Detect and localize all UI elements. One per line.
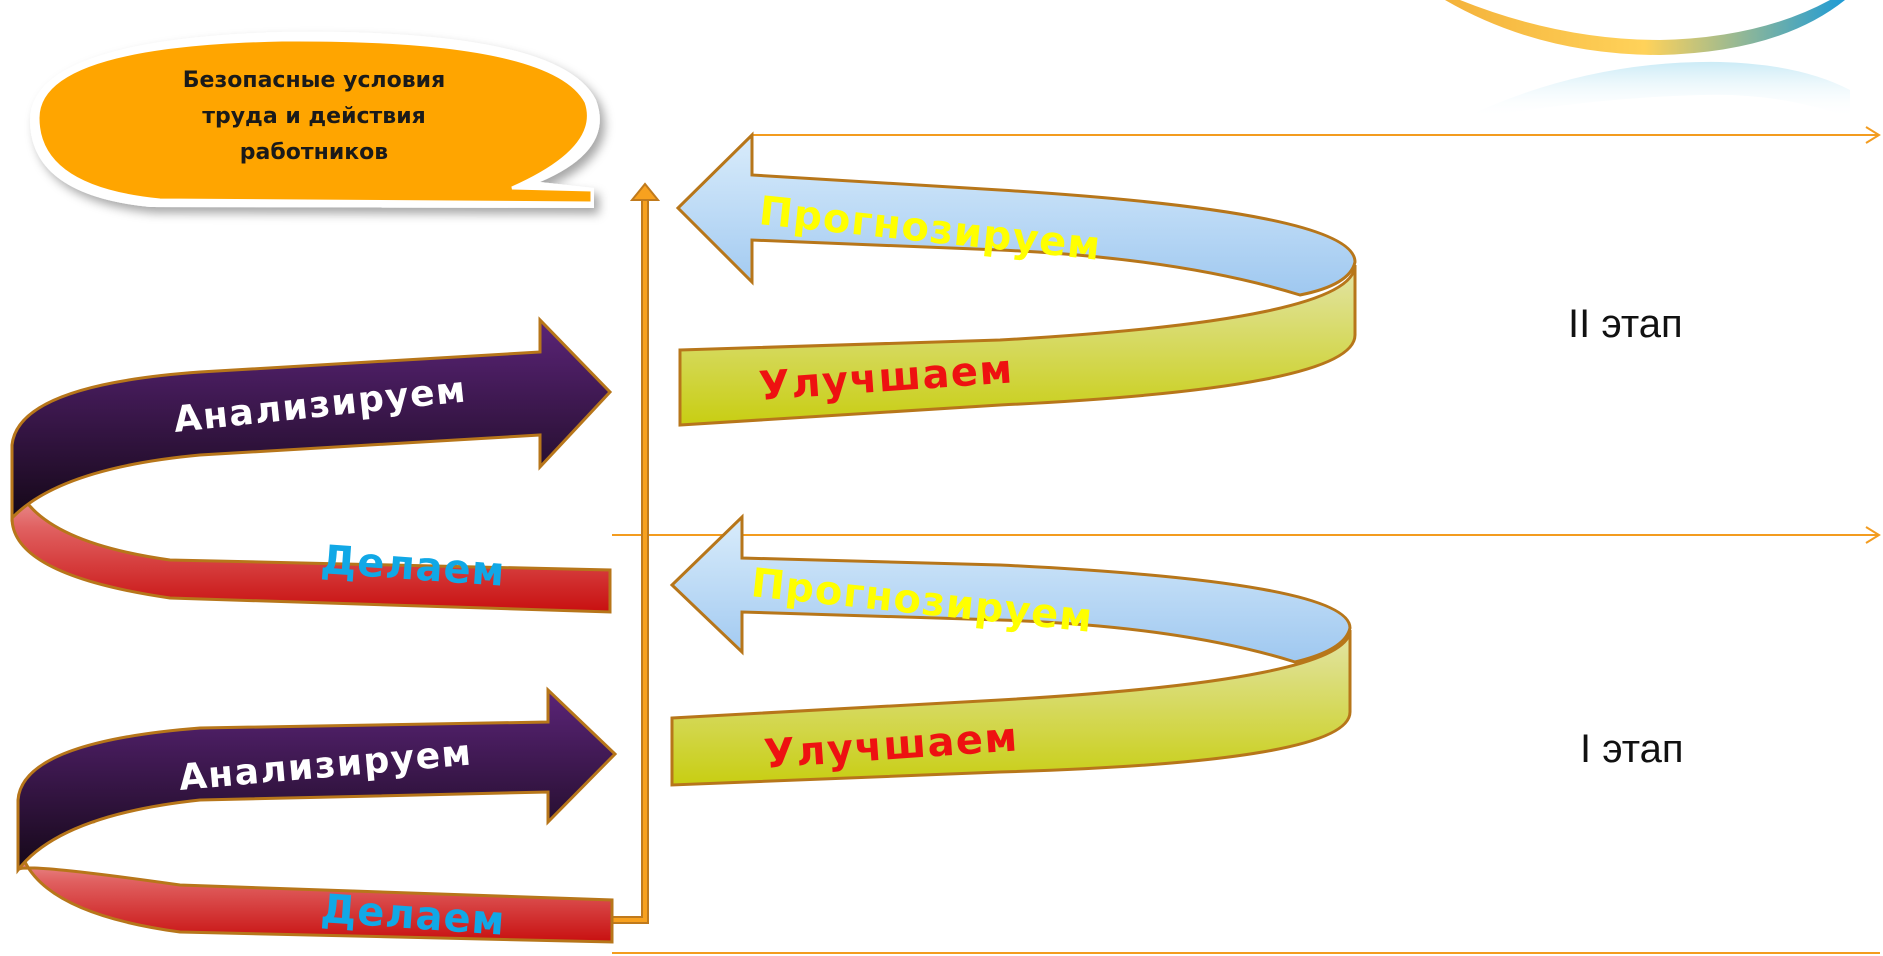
forecast-arrow-upper (675, 131, 1357, 297)
stage-ii-group: Анализируем Делаем Прогнозируем Улучшаем… (10, 131, 1683, 614)
analyze-arrow-upper (10, 316, 613, 522)
analyze-arrow-lower (16, 686, 618, 875)
do-band-upper (10, 459, 612, 614)
level-line-middle-arrowhead (1865, 526, 1881, 544)
callout-line-2: труда и действия (202, 104, 426, 129)
improve-band-lower (670, 629, 1352, 787)
do-band-lower (16, 831, 614, 944)
callout-bubble: Безопасные условия труда и действия рабо… (30, 31, 600, 208)
stage-label-upper: II этап (1568, 302, 1683, 346)
level-line-top-arrowhead (1865, 126, 1881, 144)
forecast-arrow-lower (669, 513, 1352, 664)
decorative-logo-corner (1445, 0, 1850, 118)
vertical-progress-arrow (612, 182, 661, 924)
level-lines (612, 126, 1881, 954)
callout-line-1: Безопасные условия (183, 68, 445, 93)
stage-label-lower: I этап (1580, 727, 1684, 771)
improve-band-upper (678, 264, 1357, 427)
callout-line-3: работников (240, 140, 388, 165)
